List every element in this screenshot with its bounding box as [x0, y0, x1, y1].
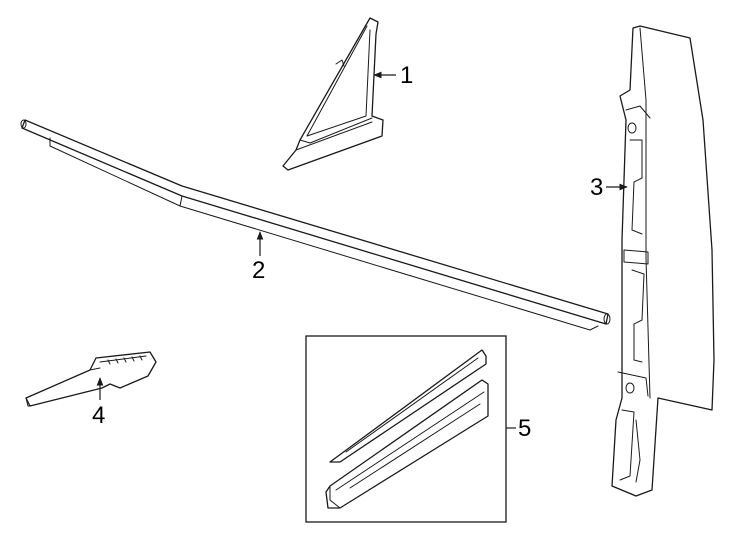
- callout-label-3: 3: [590, 174, 603, 201]
- callout-5: 5: [506, 415, 531, 442]
- callout-label-4: 4: [92, 402, 105, 429]
- part-5-molding-kit: [305, 335, 507, 523]
- part-5-inset-frame: [305, 335, 507, 523]
- callout-2: 2: [252, 231, 265, 284]
- part-1-garnish: [282, 17, 384, 171]
- callout-label-2: 2: [252, 257, 265, 284]
- callout-4: 4: [92, 377, 105, 429]
- part-3-pillar-trim: [611, 25, 715, 497]
- callout-3: 3: [590, 174, 628, 201]
- callout-1: 1: [373, 62, 413, 89]
- callout-label-1: 1: [400, 62, 413, 89]
- callout-label-5: 5: [518, 415, 531, 442]
- part-2-belt-molding: [20, 119, 611, 331]
- part-4-seal: [25, 351, 157, 407]
